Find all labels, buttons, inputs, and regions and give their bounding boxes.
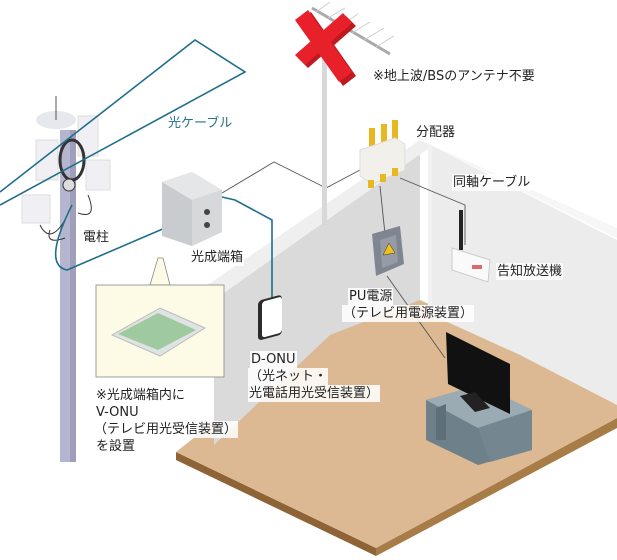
coax-splitter-to-pu	[379, 185, 386, 235]
d-onu-label-line3: 光電話用光受信装置）	[248, 385, 381, 402]
announcement-receiver-label: 告知放送機	[496, 263, 564, 280]
coax-cable-label: 同軸ケーブル	[452, 174, 532, 191]
warning-icon	[382, 242, 396, 256]
v-onu-label-line2: V-ONU	[95, 404, 140, 421]
antenna	[295, 1, 395, 225]
cross-mark-icon	[295, 10, 356, 86]
d-onu	[258, 295, 282, 340]
v-onu-label-line4: を設置	[95, 438, 137, 455]
tv	[446, 332, 510, 414]
splitter	[359, 120, 406, 188]
pu-power	[372, 226, 404, 276]
fiber-cable-label: 光ケーブル	[168, 116, 233, 131]
utility-pole-label: 電柱	[82, 229, 111, 246]
splitter-label: 分配器	[415, 124, 457, 141]
coax-box-to-splitter	[221, 161, 361, 194]
pole-box-3	[21, 194, 51, 224]
floor	[176, 300, 617, 548]
fiber-cable-to-donu	[221, 196, 273, 300]
announcement-receiver	[451, 210, 491, 283]
pole-box-4	[85, 159, 111, 191]
antenna-note-label: ※地上波/BSのアンテナ不要	[372, 68, 536, 85]
pole-box-2	[77, 115, 99, 157]
pole-junction	[62, 178, 76, 192]
wall-corner	[428, 146, 432, 316]
optical-terminal-box-label: 光成端箱	[190, 249, 245, 266]
fiber-cables	[0, 39, 273, 300]
utility-pole	[21, 96, 111, 462]
floor-edge	[176, 452, 376, 556]
pole-wires	[39, 194, 92, 241]
d-onu-label-line2: （光ネット・	[248, 368, 329, 385]
d-onu-label-line1: D-ONU	[250, 351, 297, 368]
optical-terminal-box	[162, 172, 222, 246]
floor-edge-right	[376, 418, 617, 556]
coax-cables	[221, 161, 466, 359]
antenna-mast	[322, 40, 327, 225]
v-onu-label-line3: （テレビ用光受信装置）	[93, 421, 239, 438]
pole-box-1	[35, 139, 59, 181]
pu-power-label-line2: （テレビ用電源装置）	[342, 305, 475, 322]
room	[176, 140, 617, 556]
fiber-cable-to-box	[54, 204, 166, 271]
pu-power-label-line1: PU電源	[348, 288, 394, 305]
fiber-cable-overhead	[0, 39, 247, 206]
coax-splitter-to-receiver	[399, 177, 466, 245]
pole-shaft-shadow	[70, 130, 76, 462]
v-onu-label-line1: ※光成端箱内に	[95, 387, 186, 404]
v-onu-callout	[95, 257, 225, 378]
